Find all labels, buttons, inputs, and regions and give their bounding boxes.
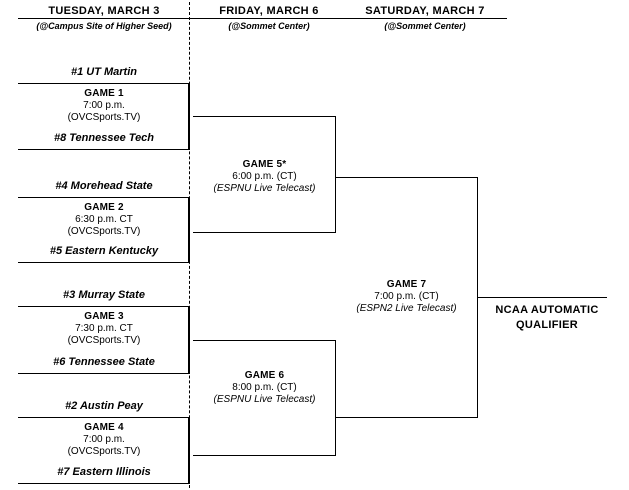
game-5-info: GAME 5* 6:00 p.m. (CT) (ESPNU Live Telec… [193,159,336,194]
game-6-info: GAME 6 8:00 p.m. (CT) (ESPNU Live Teleca… [193,370,336,405]
bracket-edge-g1 [188,83,190,150]
team-8-tennessee-tech: #8 Tennessee Tech [53,132,155,144]
column-header-tuesday: TUESDAY, MARCH 3 [48,5,160,17]
game-5-tv: (ESPNU Live Telecast) [213,182,316,194]
game-3-time: 7:30 p.m. CT [75,322,133,334]
game-2-tv: (OVCSports.TV) [67,225,141,237]
bracket-line-g4-top [18,417,190,418]
team-1-ut-martin: #1 UT Martin [70,66,137,78]
game-6-tv: (ESPNU Live Telecast) [213,393,316,405]
bracket-edge-g4 [188,417,190,484]
game-4-name: GAME 4 [84,422,124,433]
game-1-info: GAME 1 7:00 p.m. (OVCSports.TV) [18,88,190,123]
game-5-name: GAME 5* [242,159,287,170]
column-header-friday: FRIDAY, MARCH 6 [219,5,319,17]
game-2-name: GAME 2 [84,202,124,213]
game-6-box-bottom [193,455,336,456]
ncaa-automatic-qualifier: NCAA AUTOMATIC QUALIFIER [477,303,617,333]
game-7-name: GAME 7 [386,279,427,290]
bracket-line-g3-top [18,306,190,307]
game-7-tv: (ESPN2 Live Telecast) [356,302,457,314]
column-venue-friday: (@Sommet Center) [228,21,310,31]
bracket-line-g2-top [18,197,190,198]
qualifier-line-1: NCAA AUTOMATIC [495,304,599,316]
bracket-line-g1-bottom [18,149,190,150]
column-venue-saturday: (@Sommet Center) [384,21,466,31]
game-2-info: GAME 2 6:30 p.m. CT (OVCSports.TV) [18,202,190,237]
game-6-name: GAME 6 [244,370,285,381]
bracket-line-g2-bottom [18,262,190,263]
game-6-box-top [193,340,336,341]
game-1-name: GAME 1 [84,88,124,99]
team-5-eastern-kentucky: #5 Eastern Kentucky [49,245,159,257]
game-5-time: 6:00 p.m. (CT) [232,170,297,182]
team-4-morehead-state: #4 Morehead State [55,180,153,192]
header-rule [18,18,507,19]
game-4-info: GAME 4 7:00 p.m. (OVCSports.TV) [18,422,190,457]
game-6-box-right [335,340,336,456]
game-4-time: 7:00 p.m. [83,433,125,445]
team-2-austin-peay: #2 Austin Peay [65,400,143,412]
champion-line [477,297,607,298]
game-5-box-bottom [193,232,336,233]
game-3-info: GAME 3 7:30 p.m. CT (OVCSports.TV) [18,311,190,346]
bracket-edge-g3 [188,306,190,374]
game-7-box-bottom [335,417,478,418]
game-1-time: 7:00 p.m. [83,99,125,111]
team-3-murray-state: #3 Murray State [63,289,145,301]
qualifier-line-2: QUALIFIER [516,318,578,331]
game-5-box-right [335,116,336,233]
team-6-tennessee-state: #6 Tennessee State [53,356,155,368]
bracket-edge-g2 [188,197,190,263]
game-7-info: GAME 7 7:00 p.m. (CT) (ESPN2 Live Teleca… [335,279,478,314]
game-5-box-top [193,116,336,117]
bracket-line-g1-top [18,83,190,84]
game-7-box-top [335,177,478,178]
game-7-time: 7:00 p.m. (CT) [374,290,439,302]
column-header-saturday: SATURDAY, MARCH 7 [365,5,485,17]
bracket-line-g3-bottom [18,373,190,374]
game-1-tv: (OVCSports.TV) [67,111,141,123]
game-3-name: GAME 3 [84,311,124,322]
game-6-time: 8:00 p.m. (CT) [232,381,297,393]
column-venue-tuesday: (@Campus Site of Higher Seed) [36,21,172,31]
game-2-time: 6:30 p.m. CT [75,213,133,225]
team-7-eastern-illinois: #7 Eastern Illinois [57,466,151,478]
game-3-tv: (OVCSports.TV) [67,334,141,346]
game-4-tv: (OVCSports.TV) [67,445,141,457]
bracket-line-g4-bottom [18,483,190,484]
